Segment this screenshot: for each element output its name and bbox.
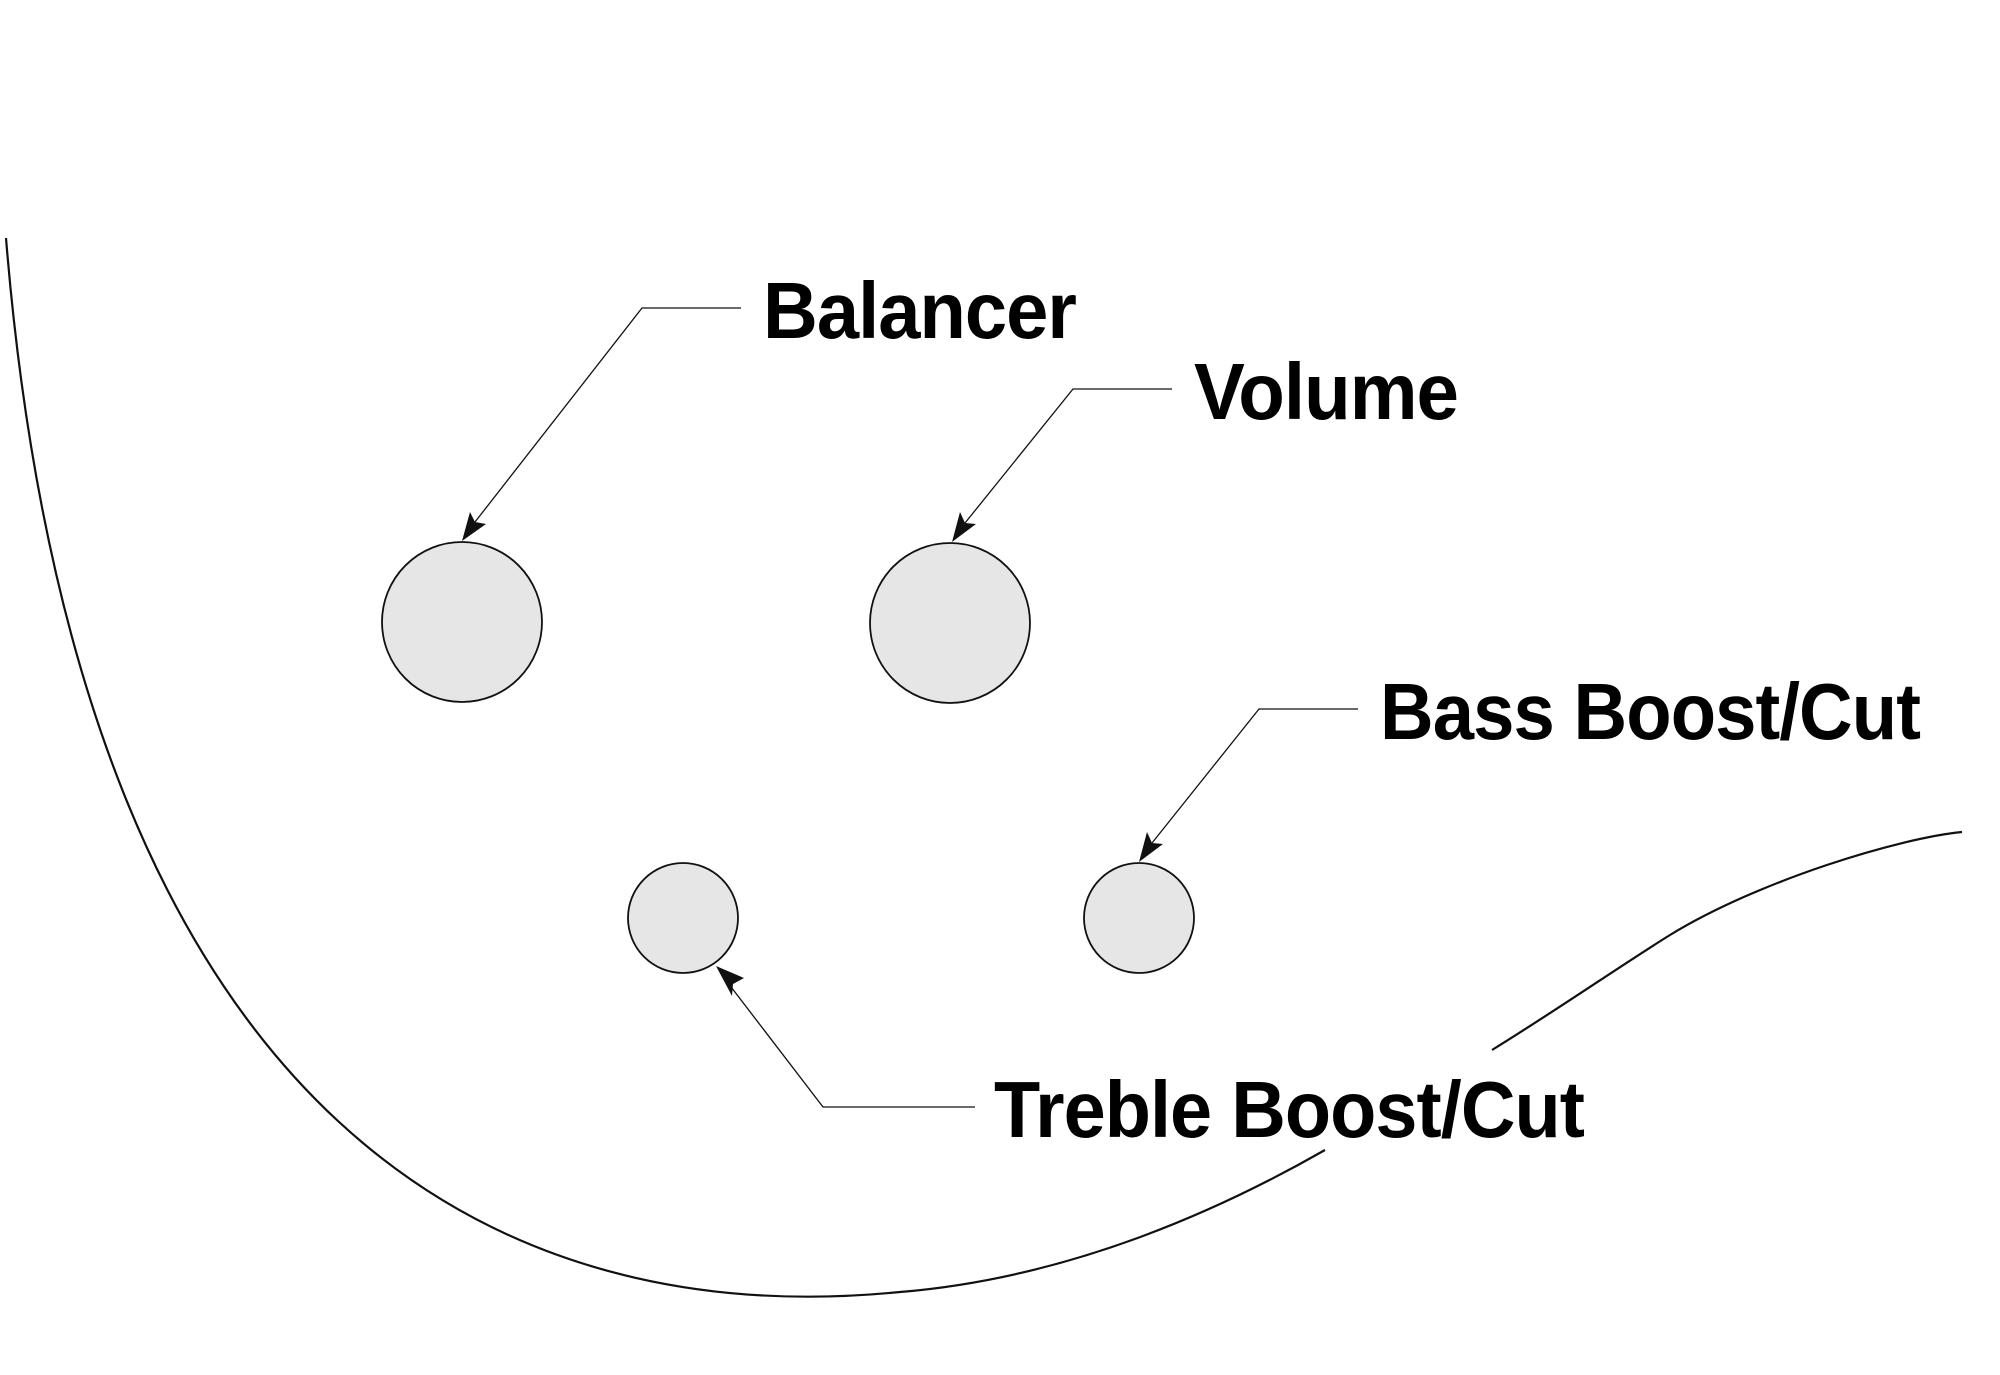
treble-boost-cut-leader: [716, 966, 975, 1108]
bass-boost-cut-leader: [1139, 708, 1358, 862]
bass-boost-cut-knob: [1083, 862, 1195, 974]
body-outline-lower-bout: [4, 237, 1326, 1298]
volume-leader: [952, 388, 1172, 542]
treble-boost-cut-arrow-icon: [716, 966, 744, 996]
volume-arrow-icon: [952, 512, 976, 542]
bass-boost-cut-label: Bass Boost/Cut: [1380, 667, 1920, 756]
body-outline-cutaway: [1491, 830, 1963, 1051]
volume-label: Volume: [1194, 347, 1458, 436]
balancer-arrow-icon: [462, 512, 486, 541]
balancer-label: Balancer: [763, 266, 1076, 355]
bass-boost-cut-arrow-icon: [1139, 832, 1163, 862]
balancer-leader: [462, 307, 741, 541]
treble-boost-cut-knob: [627, 862, 739, 974]
treble-boost-cut-label: Treble Boost/Cut: [994, 1065, 1584, 1154]
volume-knob: [869, 542, 1031, 704]
balancer-knob: [381, 541, 543, 703]
